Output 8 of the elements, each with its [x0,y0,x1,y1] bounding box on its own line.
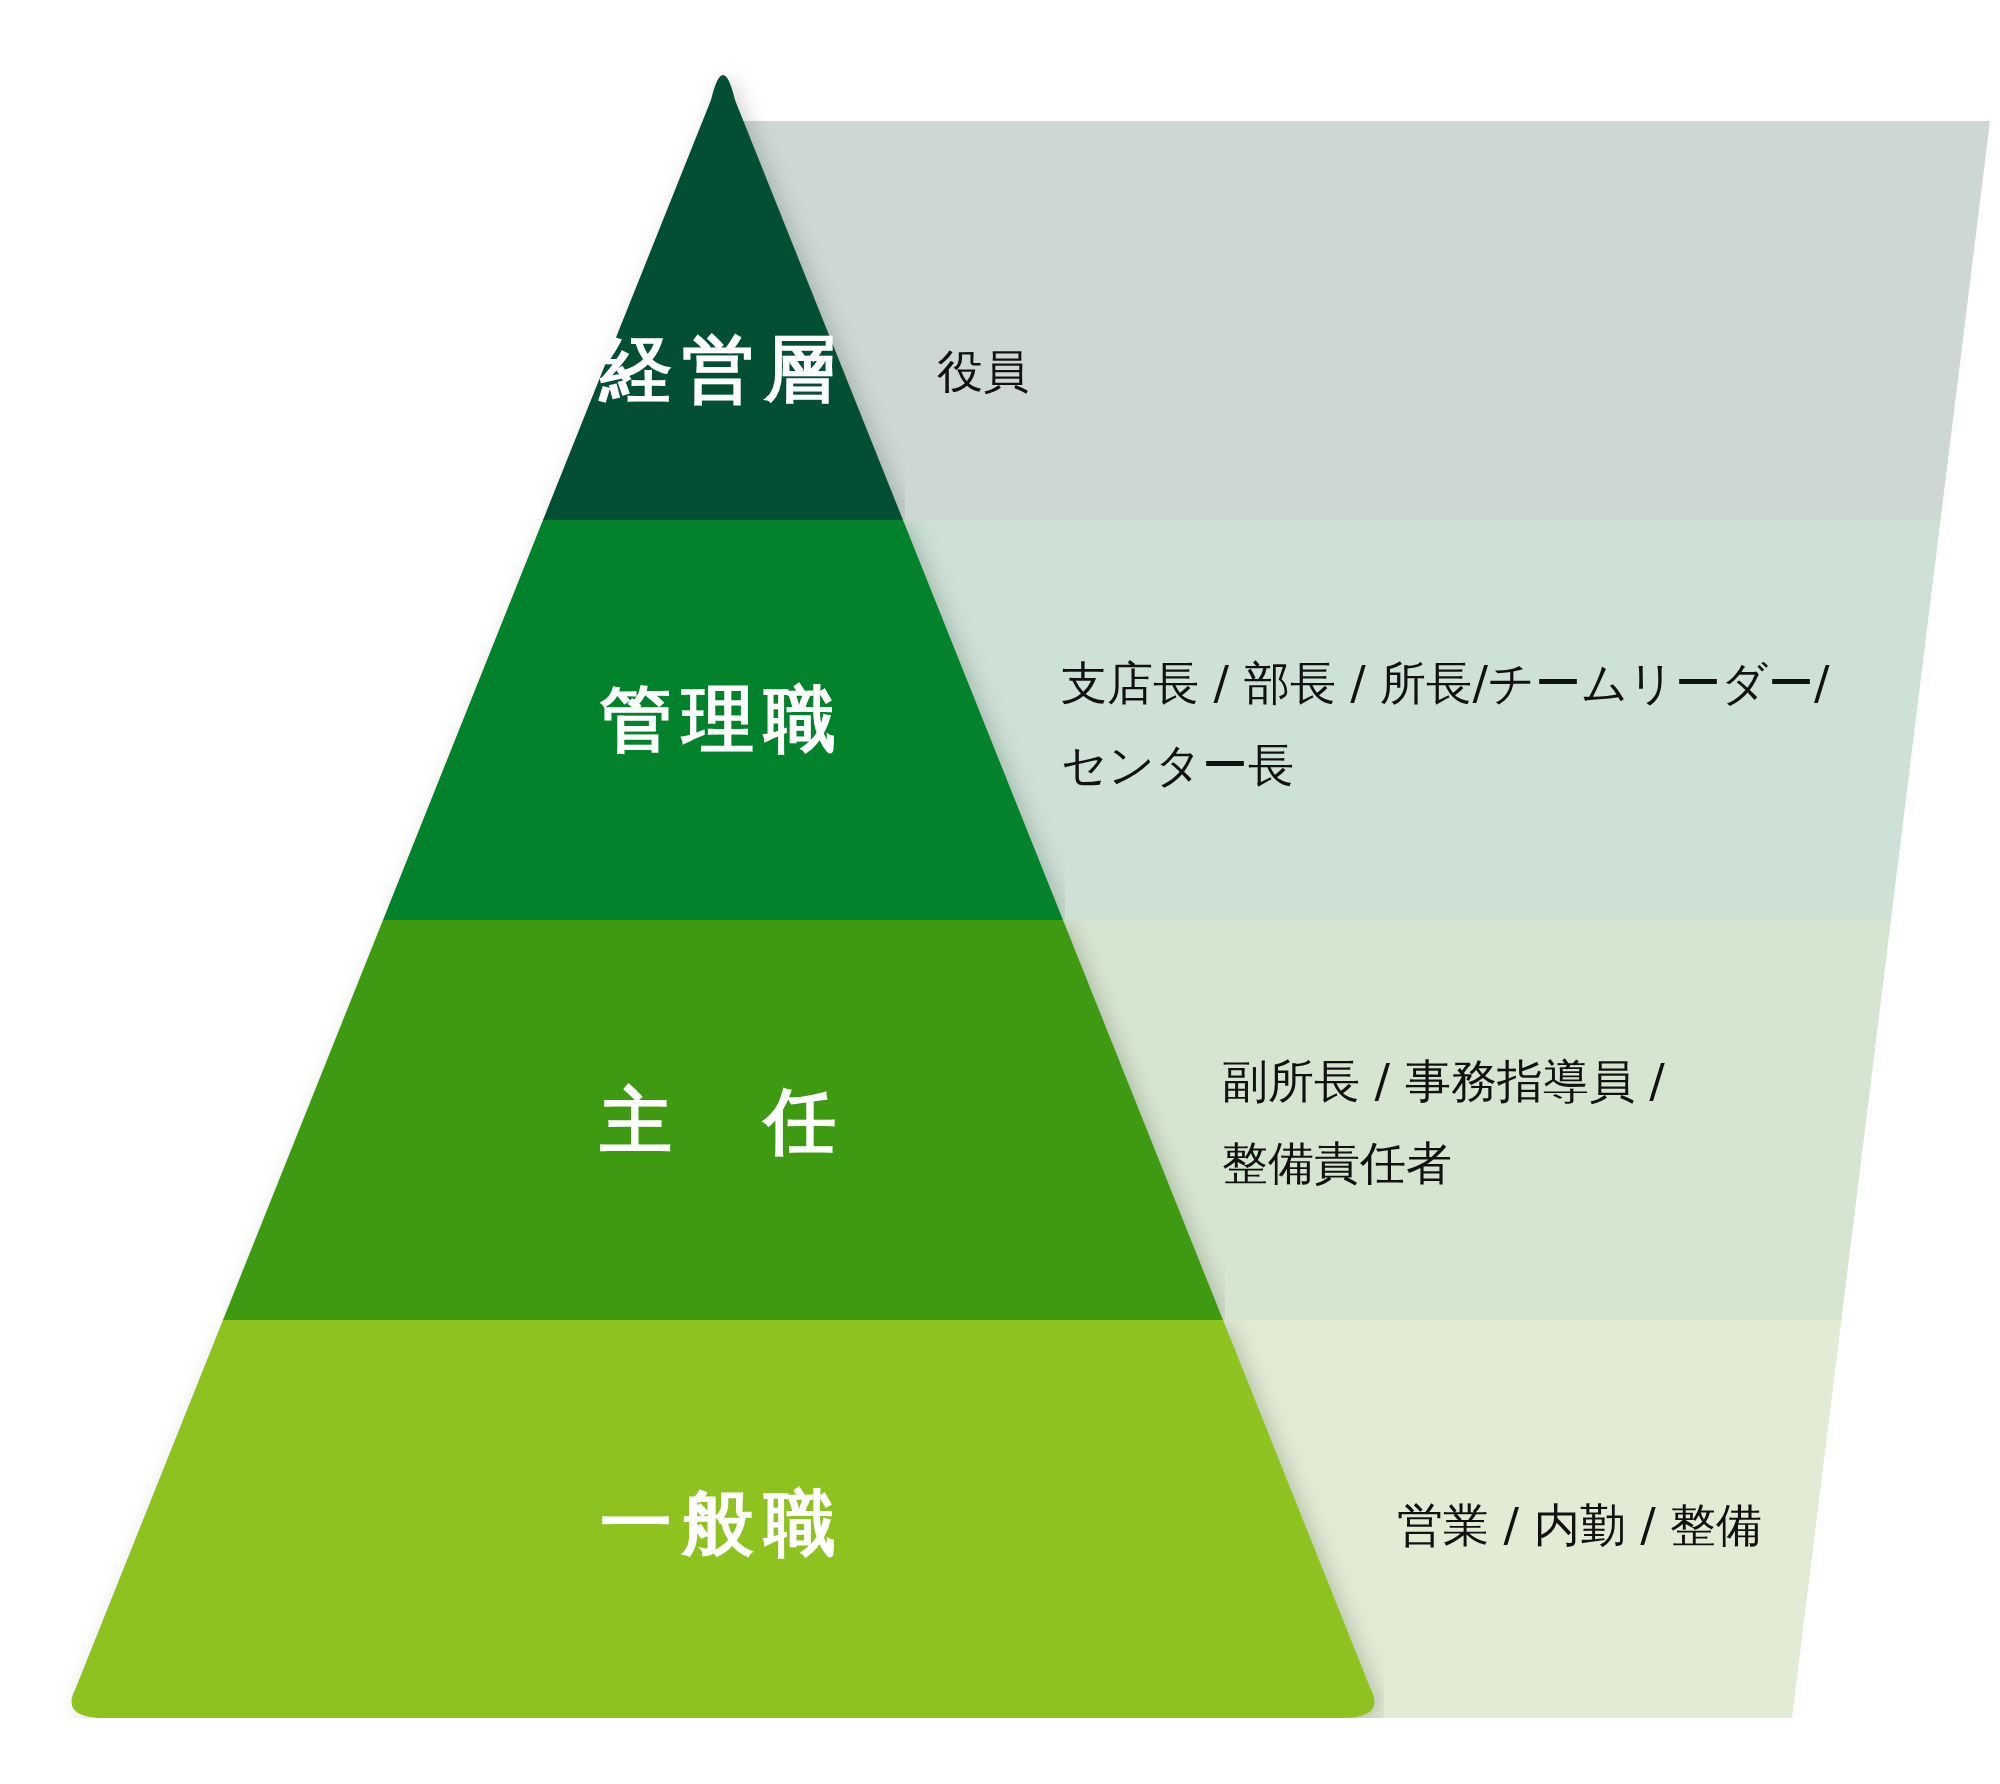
position-list: 営業 / 内勤 / 整備 [1397,1484,1877,1566]
level-label: 一般職 [600,1480,846,1567]
position-list: 副所長 / 事務指導員 / 整備責任者 [1222,1040,1782,1204]
position-list: 役員 [937,330,1337,412]
level-label: 経営層 [600,326,846,413]
level-label: 管理職 [600,676,846,763]
position-list: 支店長 / 部長 / 所長/チームリーダー/センター長 [1061,642,1861,806]
level-label: 主 任 [600,1078,846,1165]
